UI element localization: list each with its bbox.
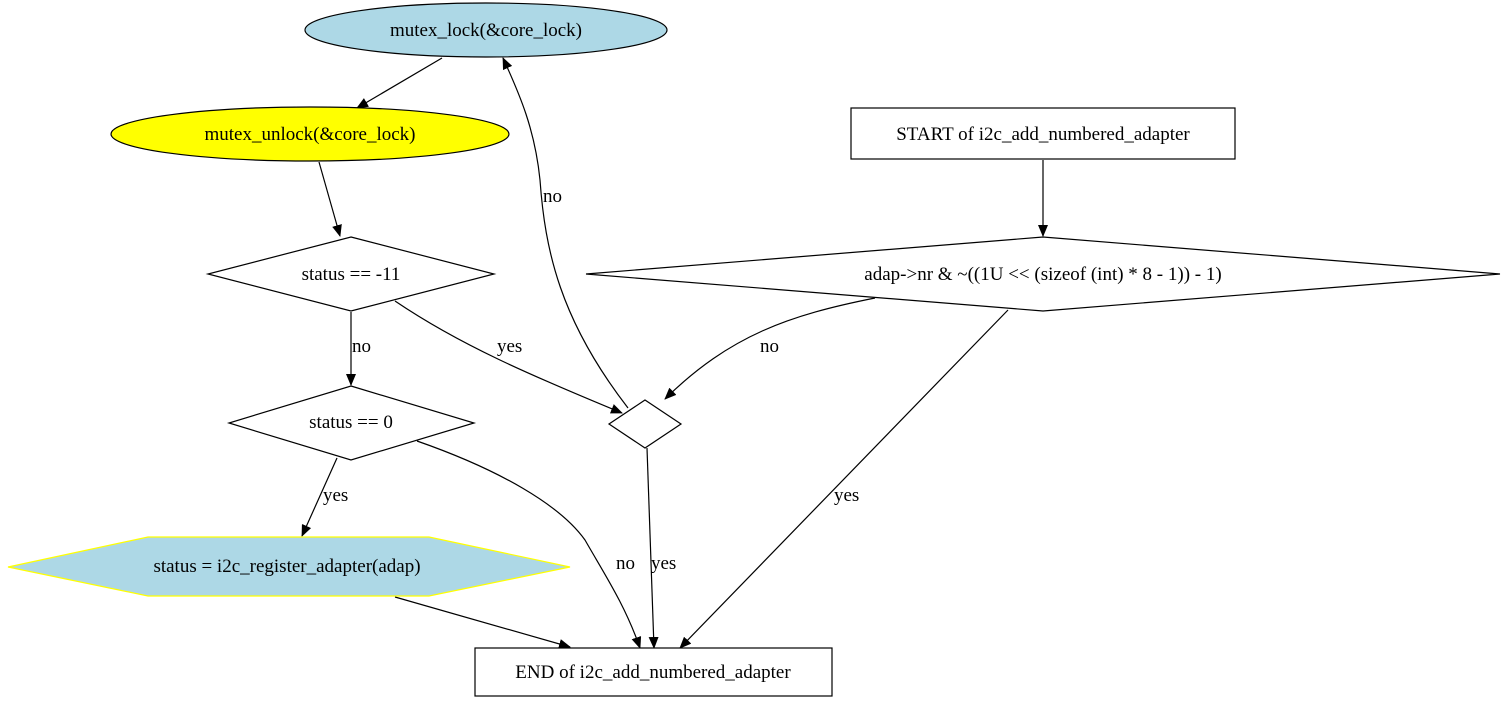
edge-label-nr-to-empty: no xyxy=(760,336,779,357)
node-mutex-lock: mutex_lock(&core_lock) xyxy=(304,2,668,58)
edge-empty-to-lock xyxy=(502,57,629,409)
node-nr-check: adap->nr & ~((1U << (sizeof (int) * 8 - … xyxy=(585,236,1501,312)
node-start: START of i2c_add_numbered_adapter xyxy=(850,107,1236,160)
register-adapter-label: status = i2c_register_adapter(adap) xyxy=(153,556,420,577)
status-eq-0-diamond xyxy=(226,385,477,461)
mutex-unlock-shape xyxy=(110,106,510,162)
status-eq-neg11-diamond xyxy=(205,236,497,312)
edge-label-empty-to-end: yes xyxy=(651,553,676,574)
edge-labels: no no yes no yes yes no yes xyxy=(323,186,859,574)
start-box xyxy=(850,107,1236,160)
status-eq-0-label: status == 0 xyxy=(309,412,393,433)
node-mutex-unlock: mutex_unlock(&core_lock) xyxy=(110,106,510,162)
node-end: END of i2c_add_numbered_adapter xyxy=(474,647,833,697)
register-adapter-hexagon xyxy=(7,536,571,597)
edges xyxy=(301,57,1048,649)
end-box xyxy=(474,647,833,697)
nr-check-diamond xyxy=(585,236,1501,312)
node-register-adapter: status = i2c_register_adapter(adap) xyxy=(7,536,571,597)
edge-label-neg11-to-empty: yes xyxy=(497,336,522,357)
node-empty-decision xyxy=(607,399,683,449)
empty-decision-diamond xyxy=(607,399,683,449)
mutex-unlock-label: mutex_unlock(&core_lock) xyxy=(204,124,415,145)
edge-label-status0-to-register: yes xyxy=(323,485,348,506)
edge-status0-to-end xyxy=(416,440,642,649)
edge-label-empty-to-lock: no xyxy=(543,186,562,207)
edge-empty-to-end xyxy=(646,447,659,649)
mutex-lock-label: mutex_lock(&core_lock) xyxy=(390,20,582,41)
node-status-eq-0: status == 0 xyxy=(226,385,477,461)
edge-status0-to-register xyxy=(301,457,338,537)
edge-nr-check-to-empty xyxy=(664,297,876,400)
edge-unlock-to-status-neg11 xyxy=(318,161,342,237)
edge-label-neg11-to-status0: no xyxy=(352,336,371,357)
start-label: START of i2c_add_numbered_adapter xyxy=(896,124,1190,145)
edge-status-neg11-to-empty xyxy=(394,300,623,414)
edge-lock-to-unlock xyxy=(356,57,443,109)
edge-nr-check-to-end xyxy=(679,309,1009,649)
edge-label-nr-to-end: yes xyxy=(834,485,859,506)
mutex-lock-shape xyxy=(304,2,668,58)
node-status-eq-neg11: status == -11 xyxy=(205,236,497,312)
edge-register-to-end xyxy=(394,596,571,649)
nr-check-label: adap->nr & ~((1U << (sizeof (int) * 8 - … xyxy=(864,264,1221,285)
end-label: END of i2c_add_numbered_adapter xyxy=(515,662,791,683)
status-eq-neg11-label: status == -11 xyxy=(302,264,401,285)
edge-label-status0-to-end: no xyxy=(616,553,635,574)
